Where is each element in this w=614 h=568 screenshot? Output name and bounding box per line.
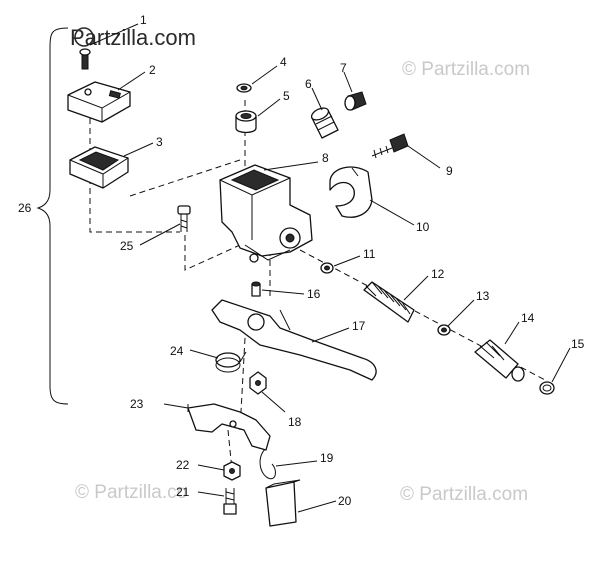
leader-lines bbox=[89, 23, 571, 513]
callout-2: 2 bbox=[149, 63, 156, 77]
callout-5: 5 bbox=[283, 89, 290, 103]
guide-line-left bbox=[89, 88, 180, 233]
part-10-clamp bbox=[329, 166, 373, 218]
part-9-bolt bbox=[371, 133, 409, 159]
part-23-bracket bbox=[187, 403, 271, 451]
part-6-piston bbox=[310, 107, 339, 139]
part-24-spring bbox=[215, 351, 247, 373]
part-18-nut bbox=[249, 371, 267, 395]
part-8-master-cylinder bbox=[219, 164, 313, 263]
callout-23: 23 bbox=[130, 397, 144, 411]
callout-13: 13 bbox=[476, 289, 490, 303]
callout-3: 3 bbox=[156, 135, 163, 149]
callout-16: 16 bbox=[307, 287, 321, 301]
callout-4: 4 bbox=[280, 55, 287, 69]
callout-21: 21 bbox=[176, 485, 190, 499]
guide-line-nut bbox=[239, 337, 246, 431]
callout-26: 26 bbox=[18, 201, 32, 215]
callout-11: 11 bbox=[363, 247, 376, 261]
callout-8: 8 bbox=[322, 151, 329, 165]
callout-22: 22 bbox=[176, 458, 190, 472]
callout-24: 24 bbox=[170, 344, 184, 358]
part-14-plunger bbox=[474, 339, 525, 382]
callout-15: 15 bbox=[571, 337, 585, 351]
callout-12: 12 bbox=[431, 267, 445, 281]
assembly-brace bbox=[36, 27, 69, 405]
part-22-nut bbox=[223, 461, 241, 481]
callout-labels: 1 2 3 4 5 6 7 8 9 10 11 12 13 14 15 16 1… bbox=[18, 13, 585, 508]
callout-10: 10 bbox=[416, 220, 430, 234]
callout-17: 17 bbox=[352, 319, 366, 333]
watermark-main: Partzilla.com bbox=[70, 25, 196, 50]
callout-19: 19 bbox=[320, 451, 334, 465]
callout-9: 9 bbox=[446, 164, 453, 178]
callout-18: 18 bbox=[288, 415, 302, 429]
part-3-diaphragm bbox=[69, 146, 129, 189]
part-1-screw bbox=[79, 48, 91, 70]
part-7-cap bbox=[344, 91, 367, 111]
guide-line-screw bbox=[184, 235, 241, 271]
part-17-lever bbox=[211, 299, 377, 381]
callout-25: 25 bbox=[120, 239, 134, 253]
part-4-washer bbox=[236, 83, 252, 93]
callout-7: 7 bbox=[340, 61, 347, 75]
part-11-washer bbox=[320, 262, 334, 274]
callout-14: 14 bbox=[521, 311, 535, 325]
part-2-cover bbox=[67, 81, 131, 123]
part-15-o-ring bbox=[539, 381, 555, 395]
part-5-bushing bbox=[235, 110, 257, 134]
copyright-icon bbox=[74, 27, 94, 47]
watermark-bottom-left: © Partzilla.co bbox=[75, 482, 187, 503]
watermark-top-right: © Partzilla.com bbox=[402, 59, 530, 80]
callout-6: 6 bbox=[305, 77, 312, 91]
callout-20: 20 bbox=[338, 494, 352, 508]
part-13-washer bbox=[437, 324, 451, 336]
watermark-bottom-right: © Partzilla.com bbox=[400, 484, 528, 505]
part-12-spring bbox=[363, 281, 415, 323]
part-25-screw bbox=[177, 205, 191, 232]
part-19-clip bbox=[259, 447, 276, 480]
part-16-pin bbox=[251, 281, 261, 297]
callout-1: 1 bbox=[140, 13, 147, 27]
part-21-screw bbox=[223, 488, 237, 515]
part-20-switch bbox=[265, 479, 301, 527]
